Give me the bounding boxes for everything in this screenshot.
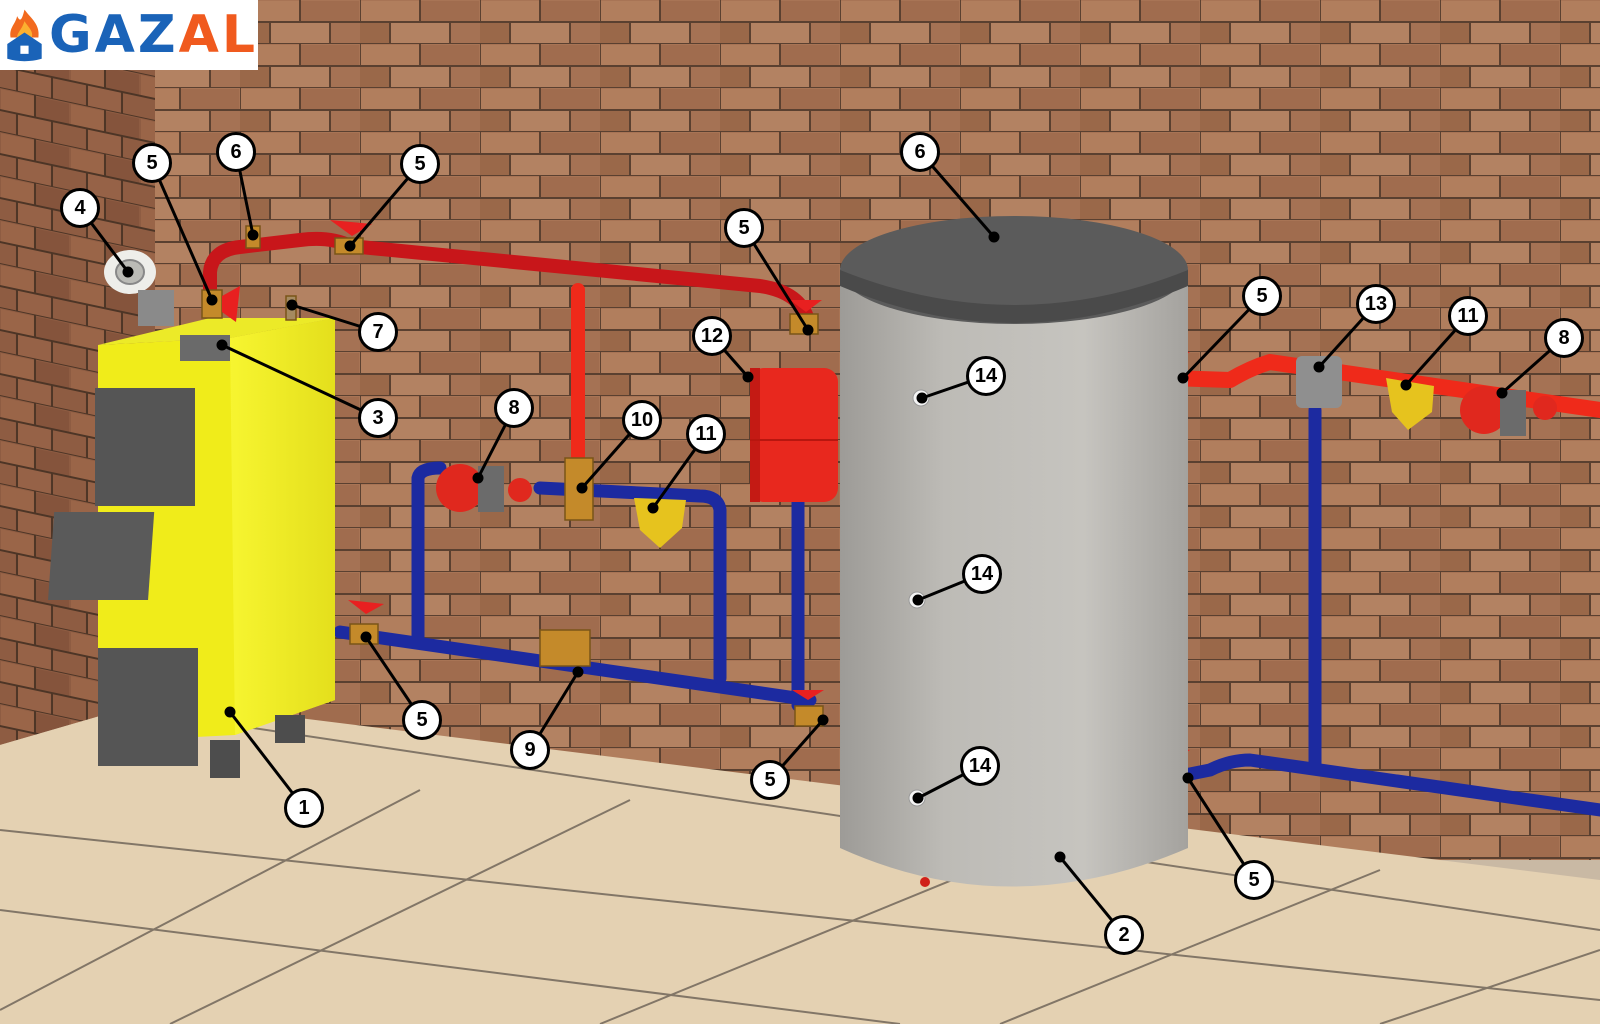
circulation-pump-right	[1460, 386, 1557, 436]
logo-text-al: AL	[178, 5, 258, 65]
callout-label: 14	[960, 746, 1000, 786]
strainer-right	[1386, 378, 1434, 430]
boiler-door-top	[95, 388, 195, 506]
callout-label: 5	[132, 143, 172, 183]
boiler	[48, 318, 335, 778]
callout-label: 7	[358, 312, 398, 352]
callout-label: 5	[750, 760, 790, 800]
hot-pipes-right	[1162, 354, 1600, 418]
logo-text: GAZAL	[49, 5, 258, 65]
logo-text-gaz: GAZ	[48, 5, 179, 65]
boiler-door-middle	[48, 512, 155, 600]
callout-label: 3	[358, 398, 398, 438]
callout-label: 5	[400, 144, 440, 184]
callout-label: 6	[216, 132, 256, 172]
callout-label: 9	[510, 730, 550, 770]
callout-label: 10	[622, 400, 662, 440]
three-way-mixing-valve	[1296, 356, 1342, 408]
leader-line	[742, 227, 810, 331]
hot-pipes	[203, 231, 815, 477]
callout-label: 6	[900, 132, 940, 172]
gazal-logo: GAZAL	[0, 0, 258, 70]
callout-label: 5	[402, 700, 442, 740]
callout-label: 12	[692, 316, 732, 356]
callout-label: 8	[1544, 318, 1584, 358]
callout-label: 5	[1242, 276, 1282, 316]
leader-line	[221, 343, 379, 420]
leader-lines	[78, 151, 1565, 936]
strainer-left	[634, 498, 686, 548]
leader-line	[150, 162, 214, 301]
callout-label: 4	[60, 188, 100, 228]
boiler-door-bottom	[98, 648, 198, 766]
callout-label: 5	[724, 208, 764, 248]
callout-label: 2	[1104, 915, 1144, 955]
callout-label: 5	[1234, 860, 1274, 900]
callout-label: 13	[1356, 284, 1396, 324]
flame-house-icon	[7, 9, 42, 62]
callout-label: 14	[966, 356, 1006, 396]
expansion-vessel	[750, 368, 838, 502]
circulation-pump-left	[436, 464, 532, 512]
callout-label: 11	[1448, 296, 1488, 336]
buffer-tank	[840, 216, 1188, 887]
callout-label: 1	[284, 788, 324, 828]
callout-label: 8	[494, 388, 534, 428]
callout-label: 11	[686, 414, 726, 454]
callout-label: 14	[962, 554, 1002, 594]
